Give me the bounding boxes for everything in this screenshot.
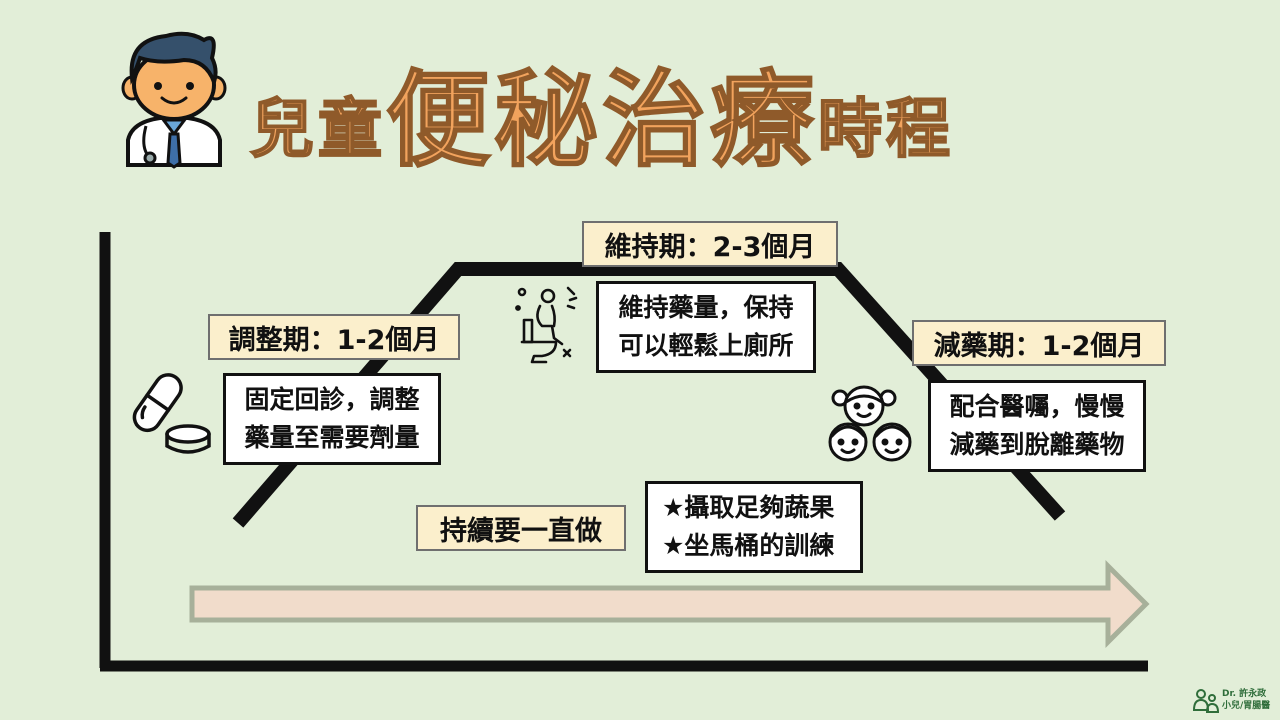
- title-part1: 兒童: [249, 93, 386, 167]
- note-line: 配合醫囑，慢慢: [949, 392, 1125, 421]
- note-line: 固定回診，調整: [244, 385, 420, 414]
- doctor-icon: [121, 31, 227, 169]
- phase-note-maintain: 維持藥量，保持 可以輕鬆上廁所: [596, 281, 816, 373]
- phase-label-maintain: 維持期：2-3個月: [582, 221, 838, 267]
- timeline-arrow: [189, 559, 1150, 649]
- list-item: ★攝取足夠蔬果: [662, 493, 835, 522]
- note-line: 可以輕鬆上廁所: [618, 331, 794, 360]
- phase-note-taper: 配合醫囑，慢慢 減藥到脫離藥物: [928, 380, 1146, 472]
- children-icon: [828, 385, 912, 462]
- note-line: 藥量至需要劑量: [244, 423, 420, 452]
- continuous-list: ★攝取足夠蔬果 ★坐馬桶的訓練: [645, 481, 863, 573]
- phase-label-taper: 減藥期：1-2個月: [912, 320, 1166, 366]
- list-item: ★坐馬桶的訓練: [662, 531, 835, 560]
- phase-label-adjust: 調整期：1-2個月: [208, 314, 460, 360]
- page-title: 兒童 便秘治療 時程: [249, 42, 1190, 181]
- phase-note-adjust: 固定回診，調整 藥量至需要劑量: [223, 373, 441, 465]
- credit-name: Dr. 許永政: [1222, 689, 1267, 699]
- credit-specialty: 小兒/胃腸醫: [1222, 701, 1271, 711]
- pill-icon: [132, 373, 211, 454]
- title-part2: 便秘治療: [385, 59, 819, 181]
- note-line: 維持藥量，保持: [618, 293, 794, 322]
- doctor-logo-icon: [1192, 689, 1220, 713]
- title-part3: 時程: [817, 93, 955, 167]
- note-line: 減藥到脫離藥物: [949, 430, 1125, 459]
- continuous-label: 持續要一直做: [416, 505, 626, 551]
- author-credit: Dr. 許永政 小兒/胃腸醫: [1192, 685, 1278, 715]
- toilet-icon: [515, 286, 578, 364]
